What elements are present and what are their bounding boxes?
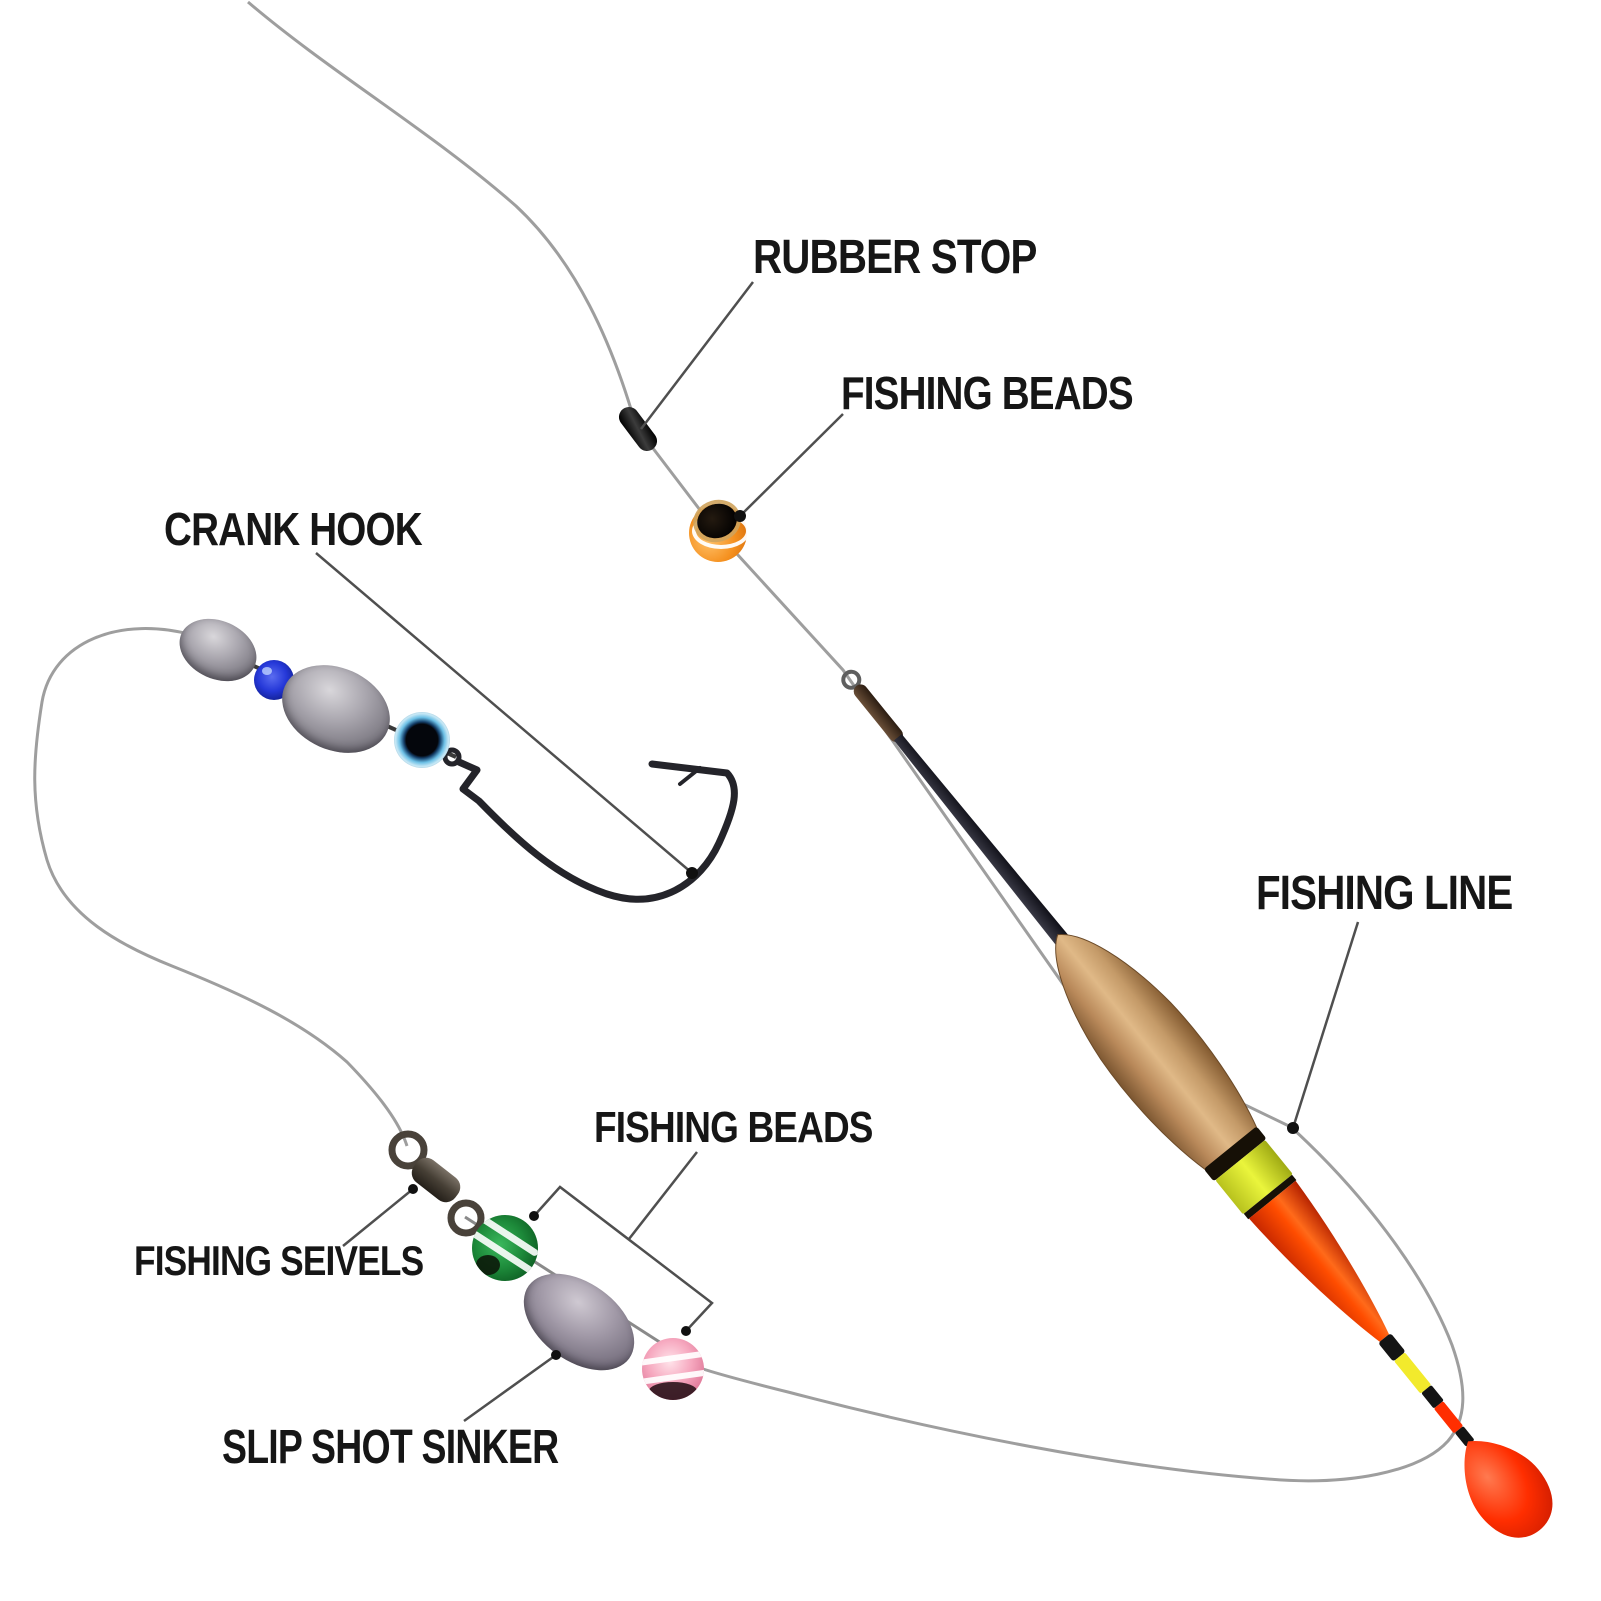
fishing-bead-pink (642, 1338, 704, 1400)
leader-seivels (342, 1188, 414, 1247)
float-tail-bands (1379, 1334, 1474, 1447)
label-fishing-line: FISHING LINE (1256, 867, 1513, 920)
leader-dot (529, 1211, 539, 1221)
leader-rubber-stop (640, 281, 754, 430)
leader-dot (686, 867, 698, 879)
slip-float (798, 634, 1596, 1580)
fishing-bead-green (472, 1215, 538, 1281)
leader-beads-top (739, 413, 844, 517)
leader-dot (551, 1350, 561, 1360)
fishing-bead-eye (394, 712, 450, 768)
leader-dot (1287, 1122, 1299, 1134)
leader-dot (681, 1326, 691, 1336)
float-thin-band (1243, 1174, 1297, 1220)
label-fishing-beads-top: FISHING BEADS (841, 367, 1134, 419)
crank-hook (442, 747, 738, 903)
float-yellow-band (1216, 1140, 1292, 1214)
leader-loop-line (33, 627, 409, 1147)
float-stem (893, 734, 1069, 946)
leader-beads-bottom (628, 1151, 698, 1240)
leader-beads-bottom-bracket (533, 1185, 714, 1332)
label-fishing-beads-bottom: FISHING BEADS (594, 1103, 873, 1152)
float-black-band (1204, 1127, 1266, 1181)
slip-float-graphic (841, 669, 1553, 1538)
bead-highlight (262, 667, 272, 675)
label-slip-shot-sinker: SLIP SHOT SINKER (222, 1421, 559, 1474)
leader-dot (734, 510, 746, 522)
float-grip (853, 684, 903, 742)
label-fishing-seivels: FISHING SEIVELS (134, 1237, 424, 1284)
main-fishing-line (247, 0, 1465, 1483)
float-orange-body (1248, 1180, 1389, 1342)
bead-dark-spot (476, 1255, 500, 1275)
leader-dot (408, 1184, 418, 1194)
label-crank-hook: CRANK HOOK (164, 503, 423, 555)
float-teardrop-tip (1464, 1440, 1553, 1538)
label-rubber-stop: RUBBER STOP (753, 231, 1037, 284)
leader-slip-shot (463, 1353, 557, 1423)
leader-fishing-line (1291, 921, 1360, 1129)
leader-crank-hook (315, 552, 693, 874)
bead-dark-spot (649, 1382, 697, 1400)
